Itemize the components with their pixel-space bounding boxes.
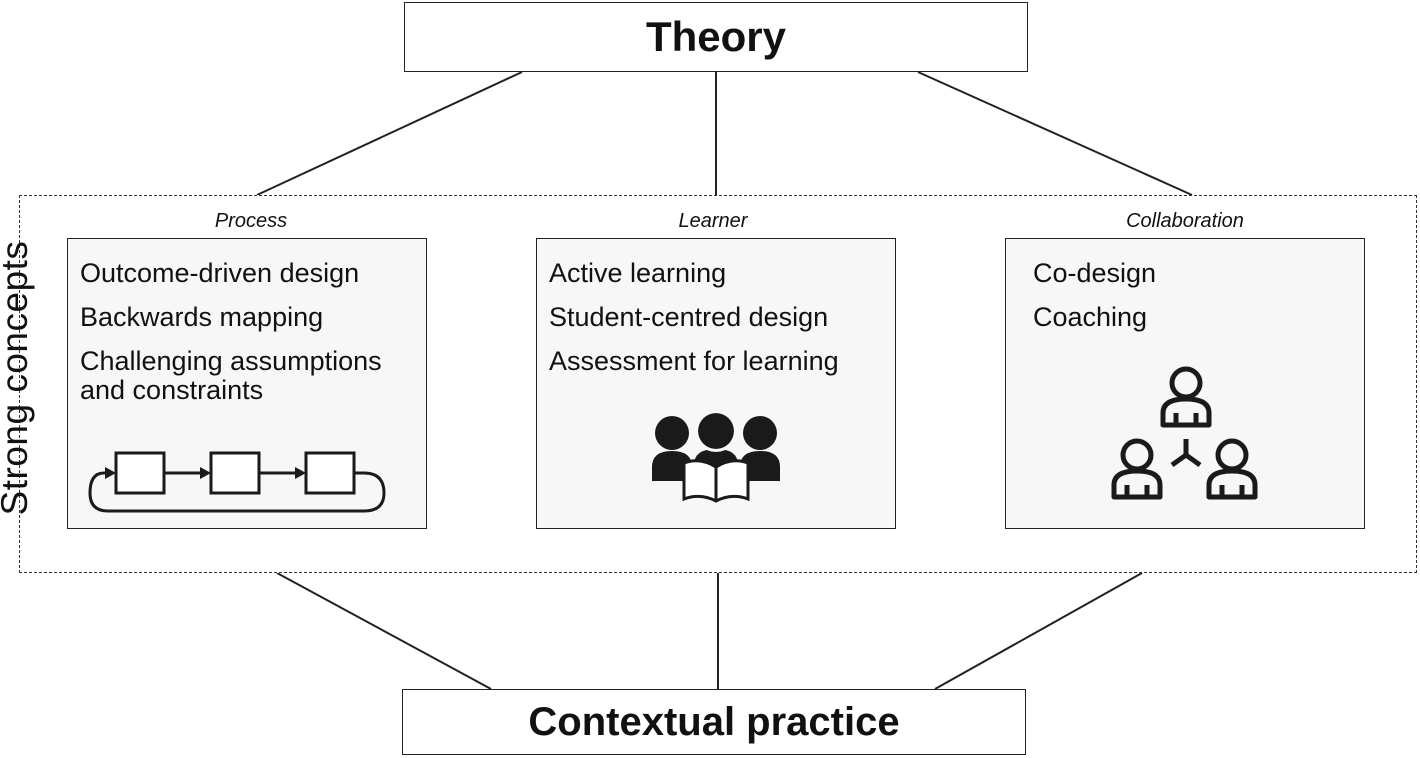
process-item: Outcome-driven design (80, 258, 360, 288)
process-item: Backwards mapping (80, 302, 324, 332)
collaboration-network-icon (1111, 366, 1258, 500)
collaboration-item: Co-design (1033, 258, 1157, 288)
strong-concepts-label: Strong concepts (0, 240, 35, 516)
collaboration-title: Collaboration (1126, 210, 1244, 232)
connector-theory-process (256, 71, 523, 196)
learner-panel: Active learning Student-centred design A… (536, 238, 896, 529)
learner-item: Assessment for learning (549, 346, 839, 376)
collaboration-panel: Co-design Coaching (1005, 238, 1365, 529)
process-loop-icon (88, 451, 386, 513)
connector-theory-collaboration (917, 71, 1193, 196)
learner-item: Student-centred design (549, 302, 829, 332)
process-title: Process (214, 210, 288, 232)
process-panel: Outcome-driven design Backwards mapping … (67, 238, 427, 529)
learner-title: Learner (678, 210, 748, 232)
collaboration-item-list: Co-design Coaching (1033, 259, 1358, 347)
connector-process-practice (276, 572, 492, 690)
process-item: Challenging assumptions and constraints (80, 346, 382, 405)
learners-reading-icon (652, 411, 780, 503)
learner-item-list: Active learning Student-centred design A… (549, 259, 889, 391)
collaboration-item: Coaching (1033, 302, 1148, 332)
connector-collaboration-practice (934, 572, 1143, 690)
contextual-practice-box: Contextual practice (402, 689, 1026, 755)
contextual-practice-label: Contextual practice (528, 699, 900, 744)
theory-box: Theory (404, 2, 1028, 72)
theory-label: Theory (645, 13, 787, 60)
learner-item: Active learning (549, 258, 727, 288)
process-item-list: Outcome-driven design Backwards mapping … (80, 259, 420, 420)
